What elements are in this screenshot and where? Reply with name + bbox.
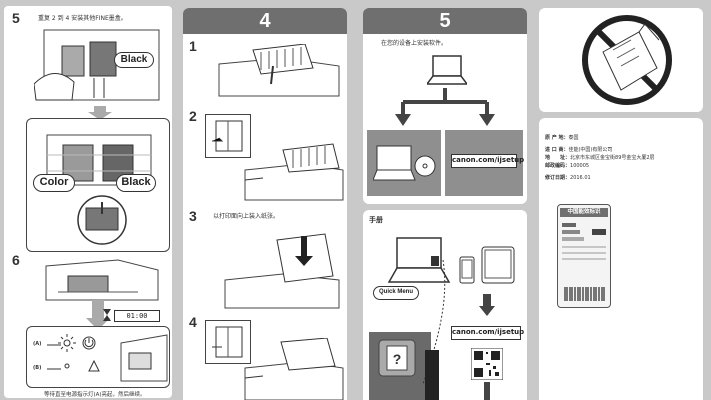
- manual-book-icon: ?: [378, 339, 416, 377]
- install-option-disc: [367, 130, 441, 196]
- step-number: 5: [12, 10, 20, 26]
- paper-guide-detail-2: [205, 320, 251, 364]
- barcode-icon: [564, 287, 605, 301]
- printer-close-illustration: [45, 259, 159, 301]
- svg-text:?: ?: [393, 351, 402, 367]
- black-cartridge-label: Black: [114, 52, 154, 68]
- down-arrow-icon: [484, 382, 490, 400]
- dotted-connector: [422, 259, 446, 385]
- panel-warning: [539, 8, 703, 112]
- timer-value: 01:00: [126, 312, 148, 320]
- printer-panel-illustration: [120, 334, 168, 382]
- info-label: 进 口 商：: [545, 147, 569, 153]
- panel-steps-5-6: 5 重复 2 到 4 安装其他FINE墨盒。 Black Color Black: [4, 6, 172, 398]
- step-number: 2: [189, 108, 197, 124]
- info-value: 100005: [570, 163, 590, 169]
- printer-open-illustration: [218, 44, 340, 97]
- color-cartridge-label: Color: [33, 174, 75, 192]
- paper-guide-illustration: [212, 120, 243, 152]
- printer-paper-tray-illustration: [244, 143, 344, 201]
- info-row: 邮政编码：100005: [545, 152, 589, 171]
- step-caption: 以打印面向上装入纸张。: [213, 213, 280, 220]
- down-arrow-icon: [86, 300, 110, 330]
- hourglass-icon: [103, 309, 111, 321]
- info-label: 修订日期：: [545, 175, 571, 181]
- info-row: 原 产 地：泰国: [545, 124, 579, 143]
- quick-menu-label: Quick Menu: [373, 286, 419, 300]
- power-light-icon: [58, 334, 96, 352]
- info-row: 地 址：北京市东城区金宝街89号金宝大厦2层: [545, 144, 655, 163]
- printer-paper-loaded-illustration: [244, 338, 344, 400]
- no-tilt-warning-illustration: [582, 15, 672, 105]
- manual-app-screen: ?: [369, 332, 431, 400]
- paper-guide-illustration-2: [212, 326, 243, 358]
- down-arrow-icon: [88, 106, 112, 120]
- setup-url[interactable]: canon.com/ijsetup: [451, 154, 524, 168]
- paper-guide-detail: [205, 114, 251, 158]
- step-caption: 等待直至电源指示灯(A)亮起，然后继续。: [44, 392, 146, 398]
- energy-label-title: 中国能效标识: [560, 208, 608, 217]
- step-header: 5: [363, 8, 527, 34]
- info-row: 进 口 商：佳能(中国)有限公司: [545, 136, 612, 155]
- laptop-disc-illustration: [373, 145, 436, 181]
- phone-icon: [459, 256, 475, 284]
- energy-label: 中国能效标识: [557, 204, 611, 308]
- install-option-web: canon.com/ijsetup: [445, 130, 524, 196]
- info-label: 邮政编码：: [545, 163, 571, 169]
- label-b: (B): [33, 365, 42, 371]
- info-label: 原 产 地：: [545, 135, 569, 141]
- info-value: 2016.01: [570, 175, 591, 181]
- panel-step-5: 5 在您的设备上安装软件。 canon.com/ijsetup: [363, 8, 527, 204]
- qr-code-icon: [471, 348, 503, 380]
- label-a: (A): [33, 341, 42, 347]
- cartridge-zoom-circle: [77, 195, 127, 245]
- step-caption: 重复 2 到 4 安装其他FINE墨盒。: [38, 15, 127, 22]
- power-indicator-panel: (A) (B): [26, 326, 170, 388]
- down-arrow-icon: [479, 294, 495, 316]
- panel-manual: 手册 Quick Menu canon.com/ijsetup: [363, 210, 527, 400]
- icon-strip: [425, 350, 439, 400]
- step-number: 3: [189, 208, 197, 224]
- info-value: 北京市东城区金宝街89号金宝大厦2层: [570, 155, 655, 161]
- info-value: 泰国: [568, 135, 579, 141]
- black-cartridge-label-2: Black: [116, 174, 156, 192]
- panel-info: 原 产 地：泰国 进 口 商：佳能(中国)有限公司 地 址：北京市东城区金宝街8…: [539, 118, 703, 400]
- tablet-icon: [481, 246, 515, 284]
- info-label: 地 址：: [545, 155, 571, 161]
- step-number: 1: [189, 38, 197, 54]
- step-caption: 在您的设备上安装软件。: [381, 40, 448, 47]
- laptop-icon: [427, 55, 467, 85]
- manual-url[interactable]: canon.com/ijsetup: [451, 326, 524, 340]
- info-row: 修订日期：2016.01: [545, 164, 591, 183]
- connector-lines: [47, 344, 61, 370]
- branch-arrows: [395, 88, 495, 126]
- step-header: 4: [183, 8, 347, 34]
- load-paper-illustration: [224, 233, 340, 309]
- timer-display: 01:00: [114, 310, 160, 322]
- manual-title: 手册: [369, 216, 383, 224]
- step-number: 6: [12, 252, 20, 268]
- panel-step-4: 4 1 2 3 以打印面向上装入纸张。: [183, 8, 347, 400]
- step-number: 4: [189, 314, 197, 330]
- laptop-quickmenu-illustration: [387, 237, 451, 283]
- warning-icon: [64, 359, 100, 372]
- energy-grade-bars: [562, 223, 606, 260]
- info-value: 佳能(中国)有限公司: [568, 147, 613, 153]
